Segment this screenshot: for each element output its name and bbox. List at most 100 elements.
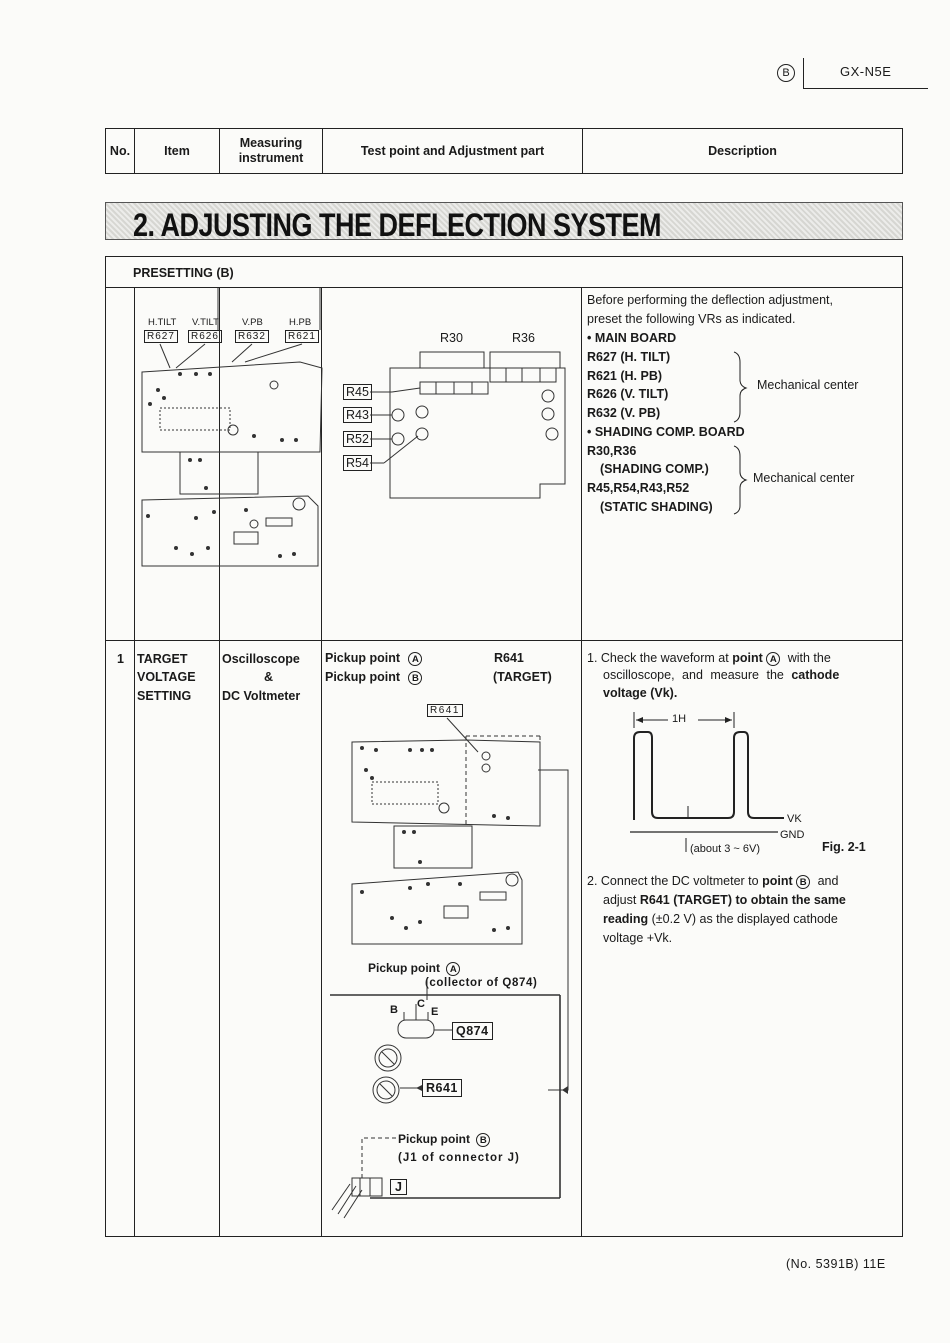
desc1-text-a: 1. Check the waveform at — [587, 651, 729, 665]
step1-item-line1: TARGET — [137, 652, 188, 666]
pickup-b-diagram-label: Pickup point B — [398, 1132, 491, 1147]
box-r43: R43 — [343, 407, 372, 423]
box-r621: R621 — [285, 330, 319, 343]
col-no: No. — [106, 129, 135, 173]
instrument-line1: Oscilloscope — [222, 652, 300, 666]
preset-r627: R627 (H. TILT) — [587, 350, 671, 364]
pin-e: E — [431, 1006, 439, 1018]
col-description: Description — [708, 143, 777, 158]
label-h-pb: H.PB — [289, 317, 312, 328]
part-target: (TARGET) — [493, 670, 552, 684]
step1-divider — [105, 640, 903, 641]
desc1-cathode: cathode — [791, 668, 840, 682]
box-r632: R632 — [235, 330, 269, 343]
preset-r632: R632 (V. PB) — [587, 406, 661, 420]
header-divider — [803, 58, 804, 88]
pickup-a-text: Pickup point — [325, 651, 400, 665]
desc2-adjust: adjust — [603, 893, 637, 907]
desc1-line2: oscilloscope, and measure the cathode — [603, 666, 839, 685]
box-r54: R54 — [343, 455, 372, 471]
col-line-3 — [321, 287, 322, 1237]
wave-1h: 1H — [672, 713, 687, 725]
box-r45: R45 — [343, 384, 372, 400]
diagram-r641-box: R641 — [427, 704, 463, 717]
presetting-intro-1: Before performing the deflection adjustm… — [587, 293, 833, 307]
desc2-point: point — [762, 874, 793, 888]
label-h-tilt: H.TILT — [148, 317, 177, 328]
shading-mechanical-center: Mechanical center — [753, 471, 855, 485]
col-instrument: Measuring instrument — [220, 129, 323, 173]
desc2-displayed: as the displayed cathode — [699, 912, 838, 926]
r641-box: R641 — [422, 1079, 462, 1097]
preset-r621: R621 (H. PB) — [587, 369, 663, 383]
circle-a-diagram: A — [446, 961, 461, 976]
pickup-b-connector: (J1 of connector J) — [398, 1152, 520, 1164]
circle-b: B — [408, 670, 423, 685]
desc1-text-b: with the — [787, 651, 831, 665]
page-footer: (No. 5391B) 11E — [786, 1257, 886, 1271]
step1-item-line3: SETTING — [137, 689, 192, 703]
procedure-table — [105, 256, 903, 1237]
desc1-circle-a: A — [766, 651, 781, 666]
desc2-line4: voltage +Vk. — [603, 931, 673, 945]
desc1-line3: voltage (Vk). — [603, 686, 678, 700]
preset-static-shading: (STATIC SHADING) — [600, 500, 713, 514]
step1-number: 1 — [117, 652, 124, 666]
desc1-point: point — [732, 651, 763, 665]
desc2-line3: reading (±0.2 V) as the displayed cathod… — [603, 910, 838, 929]
label-v-tilt: V.TILT — [192, 317, 219, 328]
desc2-tolerance: (±0.2 V) — [651, 912, 697, 926]
box-r627: R627 — [144, 330, 178, 343]
part-r641: R641 — [494, 651, 524, 665]
model-number: GX-N5E — [840, 64, 892, 79]
col-test-point: Test point and Adjustment part — [323, 129, 583, 173]
desc2-line2: adjust R641 (TARGET) to obtain the same — [603, 891, 846, 910]
main-board-heading: • MAIN BOARD — [587, 331, 677, 345]
preset-r30-r36: R30,R36 — [587, 444, 637, 458]
presetting-label: PRESETTING (B) — [133, 266, 234, 280]
section-banner — [105, 202, 903, 240]
preset-static-parts: R45,R54,R43,R52 — [587, 481, 690, 495]
presetting-intro-2: preset the following VRs as indicated. — [587, 312, 796, 326]
pickup-a-diagram-label: Pickup point A — [368, 961, 461, 976]
col-line-1 — [134, 287, 135, 1237]
pickup-b-heading: Pickup point B — [325, 670, 423, 685]
circle-b-diagram: B — [476, 1132, 491, 1147]
desc2-r641: R641 (TARGET) to obtain the same — [639, 893, 846, 907]
desc2-text-a: 2. Connect the DC voltmeter to — [587, 874, 759, 888]
desc1-line1: 1. Check the waveform at point A with th… — [587, 649, 831, 668]
pickup-a-heading: Pickup point A — [325, 651, 423, 666]
column-header-table: No. Item Measuring instrument Test point… — [105, 128, 903, 174]
wave-about: (about 3 ~ 6V) — [690, 843, 761, 855]
col-item: Item — [135, 129, 220, 173]
col-line-2 — [219, 287, 220, 1237]
main-mechanical-center: Mechanical center — [757, 378, 859, 392]
figure-label: Fig. 2-1 — [822, 840, 866, 854]
box-r52: R52 — [343, 431, 372, 447]
col-line-4 — [581, 287, 582, 1237]
desc1-text-c: oscilloscope, and measure the — [603, 668, 784, 682]
pin-c: C — [417, 998, 425, 1010]
desc2-reading: reading — [603, 912, 649, 926]
shading-board-heading: • SHADING COMP. BOARD — [587, 425, 745, 439]
preset-r626: R626 (V. TILT) — [587, 387, 669, 401]
q874-box: Q874 — [452, 1022, 493, 1040]
pin-b: B — [390, 1004, 398, 1016]
label-v-pb: V.PB — [242, 317, 263, 328]
wave-gnd: GND — [780, 829, 805, 841]
connector-j-box: J — [390, 1179, 407, 1195]
label-r36: R36 — [512, 331, 535, 345]
section-title: 2. ADJUSTING THE DEFLECTION SYSTEM — [133, 207, 662, 243]
desc2-circle-b: B — [796, 874, 811, 889]
pickup-a-collector: (collector of Q874) — [425, 977, 538, 989]
preset-shading-comp: (SHADING COMP.) — [600, 462, 709, 476]
desc2-line1: 2. Connect the DC voltmeter to point B a… — [587, 872, 838, 891]
instrument-line3: DC Voltmeter — [222, 689, 301, 703]
header-underline — [803, 88, 928, 89]
wave-vk: VK — [787, 813, 802, 825]
presetting-divider — [105, 287, 903, 288]
pickup-b-text: Pickup point — [325, 670, 400, 684]
pickup-b-diagram-text: Pickup point — [398, 1132, 470, 1146]
label-r30: R30 — [440, 331, 463, 345]
page-badge: B — [777, 64, 795, 82]
